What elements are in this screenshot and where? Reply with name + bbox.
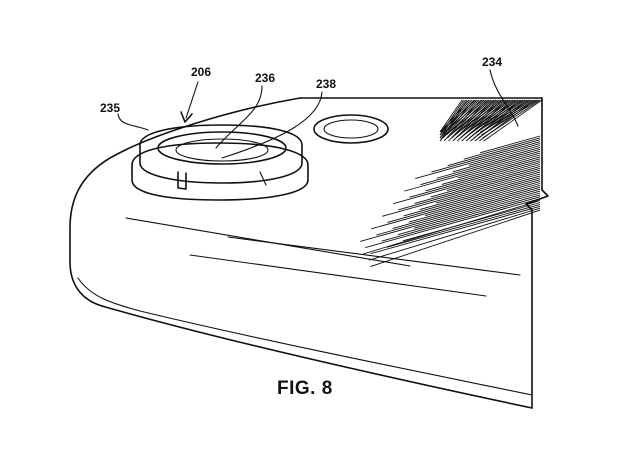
hatch-line — [452, 146, 541, 173]
ref-label-238: 238 — [316, 77, 336, 91]
hatch-line — [382, 171, 541, 217]
ref-label-236: 236 — [255, 71, 275, 85]
hatch-line — [440, 99, 476, 133]
hatch-line — [436, 148, 541, 179]
hatch-line — [413, 192, 541, 229]
hatch-line — [370, 209, 541, 268]
hatch-line — [481, 99, 539, 136]
hatch-line — [392, 186, 541, 230]
hatch-line — [420, 150, 541, 186]
hatch-line — [439, 99, 470, 133]
hatch-line — [430, 165, 541, 198]
figure-caption: FIG. 8 — [277, 378, 333, 399]
hatch-line — [419, 175, 541, 210]
hatch-line — [468, 145, 541, 166]
hatch-line — [409, 160, 541, 198]
hatch-line — [479, 135, 541, 154]
camera-ring-assembly — [131, 124, 309, 201]
hatch-line — [462, 99, 510, 133]
hatch-line — [368, 207, 541, 261]
hatch-line — [387, 179, 541, 223]
hatch-line — [425, 158, 541, 192]
hatch-line — [475, 99, 531, 133]
hatch-line — [381, 196, 541, 242]
hatch-line — [360, 190, 541, 242]
leader-lines — [117, 69, 519, 159]
ref-label-235: 235 — [100, 101, 120, 115]
hatch-line — [370, 205, 541, 255]
hatch-line — [458, 99, 504, 133]
hatch-line — [402, 202, 541, 242]
device-housing — [69, 97, 549, 409]
hatch-line — [431, 141, 541, 173]
hatch-line — [404, 152, 541, 192]
hatch-line — [397, 194, 541, 236]
hatch-line — [435, 173, 541, 204]
hatch-line — [483, 99, 543, 142]
hatch-line — [439, 99, 463, 133]
ref-label-234: 234 — [482, 55, 502, 69]
hatch-line — [463, 137, 541, 160]
hatch-line — [408, 184, 541, 223]
hatch-line — [424, 183, 541, 217]
hatch-line — [480, 99, 538, 133]
hatch-line — [447, 139, 541, 167]
hatch-line — [386, 203, 541, 248]
hatch-line — [444, 99, 483, 133]
hatch-line — [446, 164, 541, 191]
hatch-line — [414, 167, 541, 204]
hatch-line — [482, 99, 541, 139]
ref-label-206: 206 — [191, 65, 211, 79]
housing-surface-hatching — [360, 99, 543, 268]
hatch-line — [439, 99, 466, 139]
hatch-line — [376, 188, 541, 236]
hatch-line — [441, 99, 478, 136]
hatch-line — [439, 99, 471, 136]
hatch-line — [457, 154, 541, 179]
hatch-line — [403, 177, 541, 217]
hatch-line — [398, 169, 541, 211]
hatch-line — [441, 156, 541, 185]
hatch-line — [471, 99, 524, 133]
hatch-line — [466, 99, 517, 133]
flash-aperture — [313, 114, 389, 144]
hatch-line — [371, 181, 541, 230]
hatch-line — [393, 162, 541, 205]
hatch-line — [365, 198, 541, 249]
hatch-line — [453, 99, 497, 133]
hatch-line — [449, 99, 490, 133]
hatch-line — [415, 143, 541, 179]
